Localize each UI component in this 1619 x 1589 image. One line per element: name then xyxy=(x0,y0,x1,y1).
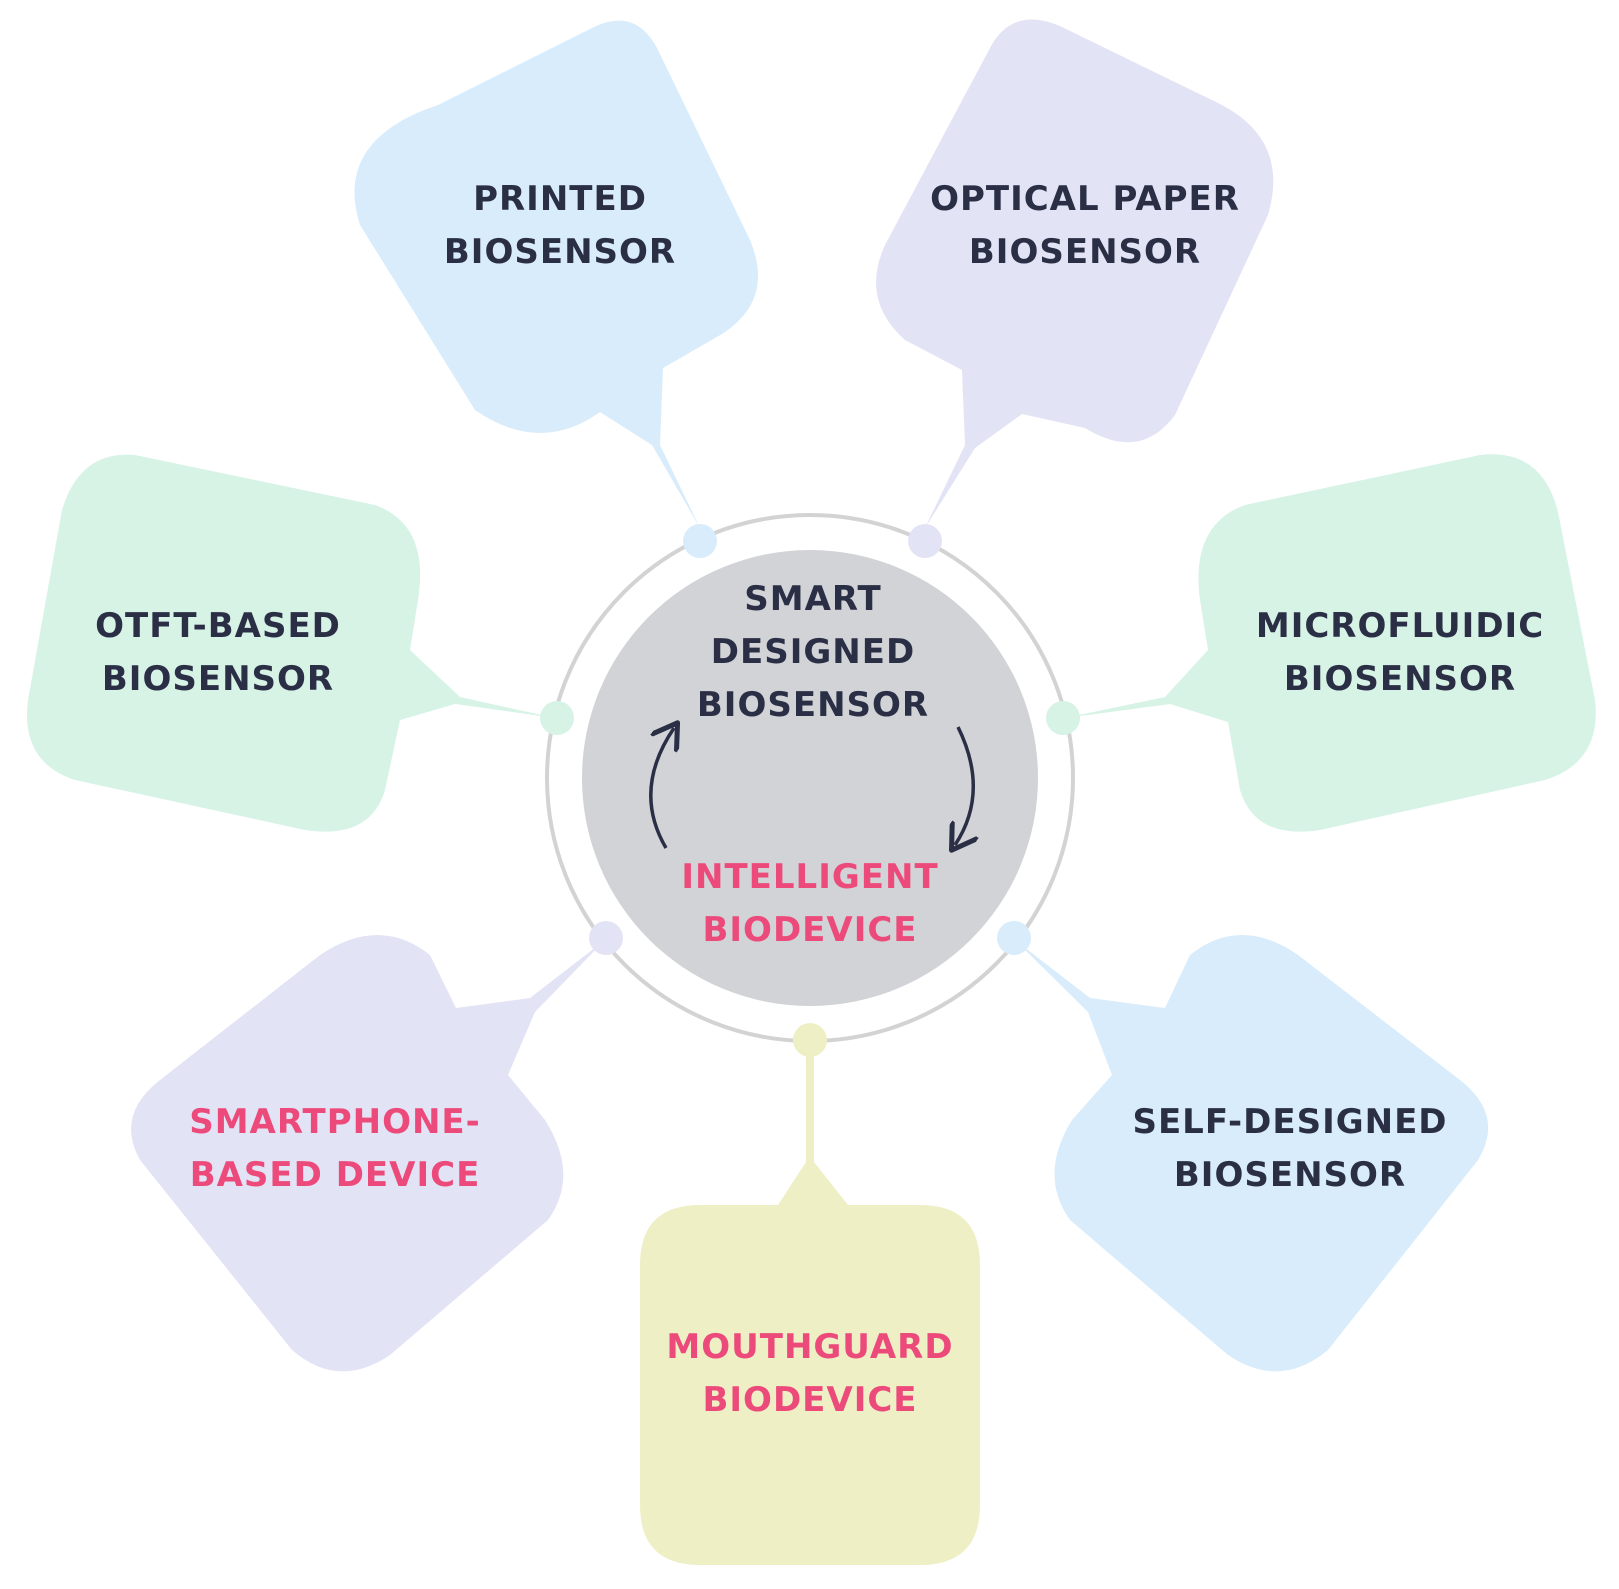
node-microfluidic-biosensor: MICROFLUIDIC BIOSENSOR xyxy=(1065,454,1596,832)
node-bubble xyxy=(1065,454,1596,832)
node-label: OPTICAL PAPER BIOSENSOR xyxy=(930,179,1240,272)
hub-top-line-1: SMART xyxy=(744,579,881,619)
node-bubble xyxy=(1015,935,1489,1372)
hub-top-line-3: BIOSENSOR xyxy=(697,685,929,725)
node-label: MICROFLUIDIC BIOSENSOR xyxy=(1256,606,1544,699)
node-bubble xyxy=(354,20,759,529)
node-label: MOUTHGUARD BIODEVICE xyxy=(666,1327,953,1420)
central-hub: SMART DESIGNED BIOSENSOR INTELLIGENT BIO… xyxy=(540,513,1080,1057)
connector-dot xyxy=(589,921,623,955)
node-label-line-2: BIOSENSOR xyxy=(1174,1155,1406,1195)
connector-dot xyxy=(908,524,942,558)
node-label-line-2: BASED DEVICE xyxy=(190,1155,481,1195)
node-printed-biosensor: PRINTED BIOSENSOR xyxy=(354,20,759,529)
node-otft-based-biosensor: OTFT-BASED BIOSENSOR xyxy=(26,454,555,832)
node-self-designed-biosensor: SELF-DESIGNED BIOSENSOR xyxy=(1015,935,1489,1372)
node-bubble xyxy=(131,935,606,1372)
node-label-line-1: SMARTPHONE- xyxy=(189,1102,481,1142)
node-label-line-2: BIOSENSOR xyxy=(969,232,1201,272)
node-label-line-1: SELF-DESIGNED xyxy=(1132,1102,1447,1142)
node-bubble xyxy=(26,454,555,832)
node-label-line-1: MOUTHGUARD xyxy=(666,1327,953,1367)
cycle-arrow-left xyxy=(649,728,674,849)
node-label: SELF-DESIGNED BIOSENSOR xyxy=(1132,1102,1447,1195)
node-bubble xyxy=(876,19,1274,528)
node-smartphone-based-device: SMARTPHONE- BASED DEVICE xyxy=(131,935,606,1372)
hub-bottom-line-1: INTELLIGENT xyxy=(681,857,938,897)
hub-bottom-label: INTELLIGENT BIODEVICE xyxy=(681,857,938,950)
node-label-line-2: BIOSENSOR xyxy=(444,232,676,272)
node-label-line-1: OPTICAL PAPER xyxy=(930,179,1240,219)
connector-dot xyxy=(1046,701,1080,735)
cycle-arrow-right xyxy=(955,726,973,845)
hub-top-line-2: DESIGNED xyxy=(711,632,915,672)
hub-bottom-line-2: BIODEVICE xyxy=(702,910,917,950)
node-label: OTFT-BASED BIOSENSOR xyxy=(95,606,341,699)
hub-disc xyxy=(582,550,1038,1006)
node-mouthguard-biodevice: MOUTHGUARD BIODEVICE xyxy=(640,1045,980,1565)
node-label: PRINTED BIOSENSOR xyxy=(444,179,676,272)
connector-dot xyxy=(540,701,574,735)
node-bubble xyxy=(640,1045,980,1565)
node-label-line-2: BIOSENSOR xyxy=(102,659,334,699)
node-label-line-1: OTFT-BASED xyxy=(95,606,341,646)
node-label-line-1: MICROFLUIDIC xyxy=(1256,606,1544,646)
node-label-line-1: PRINTED xyxy=(473,179,647,219)
connector-dot xyxy=(683,524,717,558)
node-label-line-2: BIODEVICE xyxy=(702,1380,917,1420)
hub-top-label: SMART DESIGNED BIOSENSOR xyxy=(697,579,929,725)
node-optical-paper-biosensor: OPTICAL PAPER BIOSENSOR xyxy=(876,19,1274,528)
node-label-line-2: BIOSENSOR xyxy=(1284,659,1516,699)
node-label: SMARTPHONE- BASED DEVICE xyxy=(189,1102,481,1195)
connector-dot xyxy=(997,921,1031,955)
connector-dot xyxy=(793,1023,827,1057)
